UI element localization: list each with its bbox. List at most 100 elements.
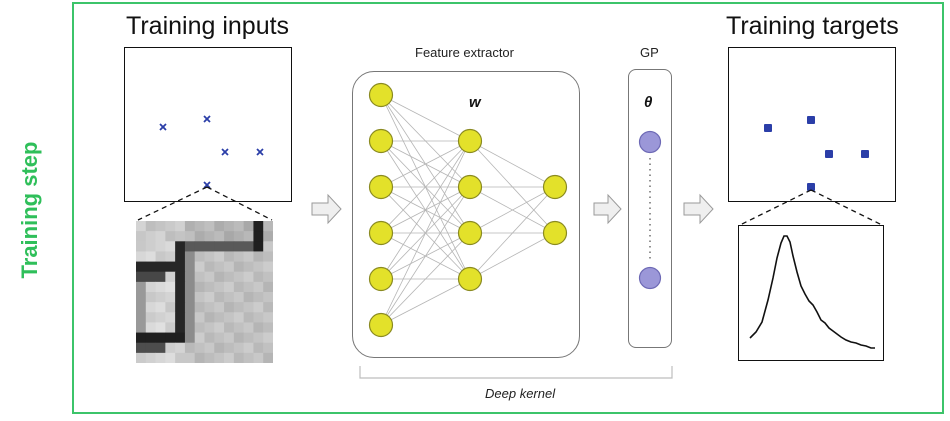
patch-pixel xyxy=(136,241,147,252)
patch-pixel xyxy=(263,261,273,273)
patch-pixel xyxy=(136,221,147,232)
patch-pixel xyxy=(194,251,205,262)
right-arrow-icon xyxy=(683,193,714,225)
flow-arrows xyxy=(311,193,714,225)
patch-pixel xyxy=(204,322,215,333)
patch-pixel xyxy=(155,352,166,363)
patch-pixel xyxy=(204,281,215,293)
patch-pixel xyxy=(233,281,245,293)
patch-pixel xyxy=(184,241,196,252)
patch-pixel xyxy=(194,241,205,252)
patch-pixel xyxy=(233,302,245,313)
patch-pixel xyxy=(253,342,264,354)
patch-pixel xyxy=(263,302,273,313)
patch-pixel xyxy=(253,292,264,303)
cross-marker-icon xyxy=(256,148,264,156)
patch-pixel xyxy=(165,292,176,303)
network-edge xyxy=(380,278,471,326)
patch-pixel xyxy=(175,332,186,344)
patch-pixel xyxy=(204,271,215,283)
square-marker-icon xyxy=(861,150,869,158)
patch-pixel xyxy=(224,271,235,283)
patch-pixel xyxy=(233,261,245,273)
patch-pixel xyxy=(204,342,215,354)
square-marker-icon xyxy=(807,183,815,191)
patch-pixel xyxy=(184,251,196,262)
patch-pixel xyxy=(155,261,166,273)
patch-pixel xyxy=(184,221,196,232)
patch-pixel xyxy=(253,251,264,262)
patch-pixel xyxy=(184,352,196,363)
patch-pixel xyxy=(263,241,273,252)
patch-pixel xyxy=(165,281,176,293)
patch-pixel xyxy=(165,352,176,363)
patch-pixel xyxy=(145,332,156,344)
patch-pixel xyxy=(155,251,166,262)
patch-pixel xyxy=(243,261,254,273)
patch-pixel xyxy=(145,261,156,273)
target-square-markers xyxy=(764,116,869,191)
patch-pixel xyxy=(145,292,156,303)
cross-marker-icon xyxy=(203,115,211,123)
network-edge xyxy=(380,232,471,326)
patch-pixel xyxy=(165,261,176,273)
patch-pixel xyxy=(165,332,176,344)
patch-pixel xyxy=(263,292,273,303)
patch-pixel xyxy=(175,352,186,363)
patch-pixel xyxy=(145,231,156,242)
patch-pixel xyxy=(233,312,245,323)
patch-pixel xyxy=(184,312,196,323)
patch-pixel xyxy=(233,342,245,354)
patch-pixel xyxy=(136,342,147,354)
patch-pixel xyxy=(184,292,196,303)
patch-pixel xyxy=(204,221,215,232)
patch-pixel xyxy=(224,342,235,354)
neuron-layer-1 xyxy=(368,82,394,108)
square-marker-icon xyxy=(764,124,772,132)
patch-pixel xyxy=(155,312,166,323)
patch-pixel xyxy=(175,302,186,313)
network-edge xyxy=(469,232,556,280)
patch-pixel xyxy=(155,271,166,283)
network-edge xyxy=(380,140,471,280)
patch-pixel xyxy=(136,281,147,293)
target-zoom-lines xyxy=(739,189,883,226)
weights-symbol: w xyxy=(469,94,481,111)
patch-pixel xyxy=(155,231,166,242)
patch-pixel xyxy=(175,231,186,242)
patch-pixel xyxy=(253,221,264,232)
patch-pixel xyxy=(165,322,176,333)
patch-pixel xyxy=(194,342,205,354)
patch-pixel xyxy=(184,231,196,242)
gp-node-bottom xyxy=(638,266,662,290)
patch-pixel xyxy=(224,261,235,273)
patch-pixel xyxy=(184,271,196,283)
training-step-frame xyxy=(72,2,944,414)
patch-pixel xyxy=(136,352,147,363)
patch-pixel xyxy=(253,261,264,273)
patch-pixel xyxy=(214,322,225,333)
patch-pixel xyxy=(204,241,215,252)
right-arrow-icon xyxy=(593,193,622,225)
patch-pixel xyxy=(175,322,186,333)
targets-scatter-panel xyxy=(728,47,896,202)
patch-pixel xyxy=(194,302,205,313)
patch-pixel xyxy=(204,312,215,323)
patch-pixel xyxy=(263,342,273,354)
network-edge xyxy=(469,140,556,188)
network-edge xyxy=(469,186,556,234)
patch-pixel xyxy=(184,261,196,273)
patch-pixel xyxy=(253,352,264,363)
patch-pixel xyxy=(136,332,147,344)
patch-pixel xyxy=(145,322,156,333)
patch-pixel xyxy=(243,352,254,363)
neuron-layer-2 xyxy=(457,266,483,292)
patch-pixel xyxy=(145,302,156,313)
patch-pixel xyxy=(224,231,235,242)
cross-marker-icon xyxy=(203,181,211,189)
network-edge xyxy=(469,186,556,280)
patch-pixel xyxy=(155,322,166,333)
patch-pixel xyxy=(145,221,156,232)
gp-label: GP xyxy=(640,45,659,60)
patch-pixel xyxy=(214,281,225,293)
